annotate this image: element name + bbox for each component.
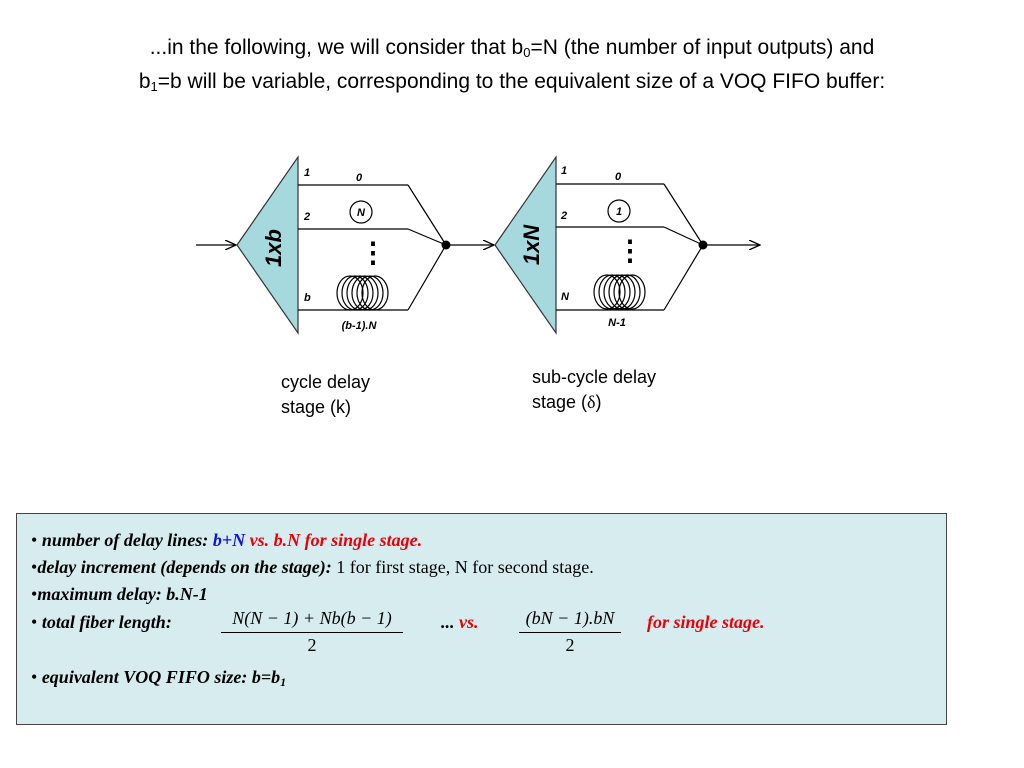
stage-2-switch bbox=[494, 155, 557, 335]
stage-1: 1xb 0 N ⋮ (b-1).N 1 2 b bbox=[196, 155, 451, 335]
stage-1-port-2: 2 bbox=[303, 211, 310, 223]
stage-2-delay-circle bbox=[607, 199, 631, 223]
stage-2-port-1: 1 bbox=[561, 165, 567, 177]
stage-1-caption: cycle delay stage (k) bbox=[281, 370, 370, 420]
stage-1-merge-bottom bbox=[407, 244, 447, 311]
stage-2-port-n: N bbox=[561, 291, 570, 303]
notes-box: • number of delay lines: b+N vs. b.N for… bbox=[16, 513, 947, 725]
stage-2-caption: sub-cycle delay stage (δ) bbox=[532, 365, 656, 415]
stage-2-switch-label: 1xN bbox=[519, 224, 544, 265]
stage-2-caption-line-1: sub-cycle delay bbox=[532, 367, 657, 387]
fiber-length-fraction-two-stage: N(N − 1) + Nb(b − 1) 2 bbox=[221, 608, 403, 656]
stage-1-ellipsis: ⋮ bbox=[359, 237, 387, 268]
stage-2-mid-delay: 1 bbox=[616, 206, 622, 218]
two-stage-delay-diagram: 1xb 0 N ⋮ (b-1).N 1 2 b 1xN bbox=[196, 155, 1024, 335]
note-total-fiber-length: • total fiber length: bbox=[31, 612, 172, 632]
stage-1-merge-top bbox=[407, 184, 447, 246]
stage-1-delay-circle bbox=[349, 200, 373, 224]
stage-2-fiber-coil bbox=[593, 274, 646, 310]
stage-1-caption-line-2: stage (k) bbox=[281, 397, 352, 417]
stage-2-merge-top bbox=[663, 183, 704, 246]
intro-line-1: ...in the following, we will consider th… bbox=[149, 36, 875, 60]
intro-text: ...in the following, we will consider th… bbox=[0, 33, 1024, 101]
stage-1-port-b: b bbox=[304, 292, 311, 304]
note-vs-separator: ... vs. bbox=[441, 612, 479, 632]
stage-1-mid-delay: N bbox=[357, 207, 366, 219]
stage-2-port-2: 2 bbox=[560, 210, 567, 222]
intro-line-2: b1=b will be variable, corresponding to … bbox=[138, 70, 886, 94]
note-maximum-delay: •maximum delay: b.N-1 bbox=[31, 584, 208, 604]
stage-2-caption-line-2: stage (δ) bbox=[532, 392, 602, 412]
note-delay-lines: • number of delay lines: b+N vs. b.N for… bbox=[31, 530, 423, 550]
stage-2-ellipsis: ⋮ bbox=[616, 235, 644, 266]
note-delay-increment: •delay increment (depends on the stage):… bbox=[31, 557, 594, 577]
stage-1-bottom-delay: (b-1).N bbox=[342, 320, 378, 332]
stage-1-caption-line-1: cycle delay bbox=[281, 372, 371, 392]
stage-2: 1xN 0 1 ⋮ N-1 1 2 N bbox=[494, 155, 760, 335]
note-single-stage-label: for single stage. bbox=[647, 612, 765, 632]
stage-1-top-delay: 0 bbox=[356, 172, 363, 184]
stage-1-switch-label: 1xb bbox=[261, 229, 286, 267]
stage-1-fiber-coil bbox=[336, 275, 389, 311]
fiber-length-fraction-single-stage: (bN − 1).bN 2 bbox=[519, 608, 621, 656]
stage-1-port-1: 1 bbox=[304, 167, 310, 179]
note-voq-fifo-size: • equivalent VOQ FIFO size: b=b1 bbox=[31, 667, 287, 689]
stage-2-top-delay: 0 bbox=[615, 171, 622, 183]
stage-2-bottom-delay: N-1 bbox=[608, 317, 626, 329]
stage-1-switch bbox=[236, 155, 299, 335]
stage-2-merge-bottom bbox=[663, 244, 704, 311]
stage-1-merge-mid bbox=[407, 228, 447, 246]
stage-2-merge-mid bbox=[663, 226, 704, 246]
